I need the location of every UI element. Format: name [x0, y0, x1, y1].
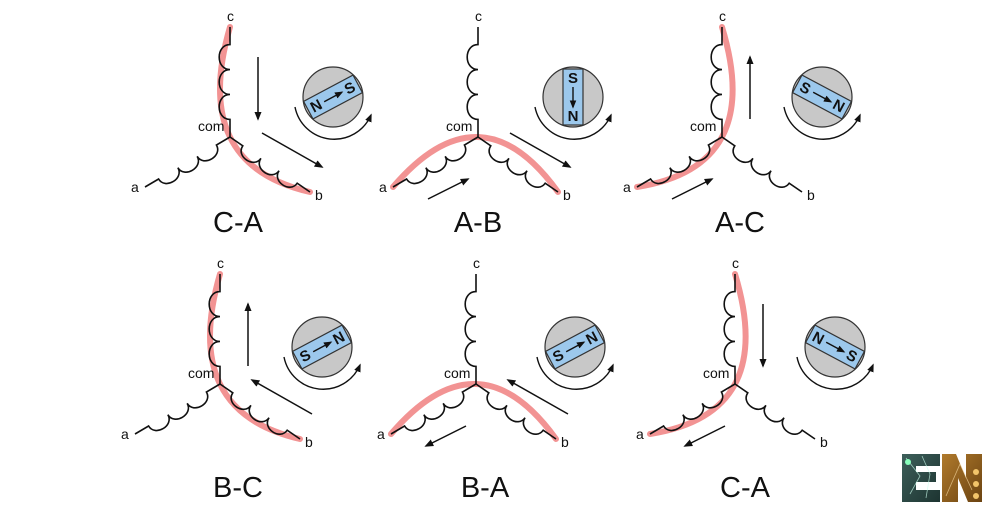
terminal-c-label: c — [227, 8, 234, 24]
magnet: SN — [291, 324, 353, 370]
common-label: com — [703, 365, 729, 381]
terminal-b-label: b — [305, 434, 313, 450]
terminal-c-label: c — [719, 8, 726, 24]
terminal-a-label: a — [623, 179, 631, 195]
magnet: SN — [562, 68, 584, 126]
panel-6: c a b com NS C-A — [636, 255, 874, 504]
coil-b — [229, 136, 311, 193]
coil-b — [734, 383, 816, 440]
step-label: A-C — [715, 207, 765, 239]
terminal-a-label: a — [377, 426, 385, 442]
coil-c — [218, 27, 231, 137]
current-arrow-a — [424, 425, 467, 447]
common-label: com — [198, 118, 224, 134]
magnet: SN — [544, 324, 606, 370]
coil-a — [636, 136, 723, 188]
coil-a — [649, 383, 736, 435]
coil-b — [477, 136, 559, 193]
magnet: SN — [791, 74, 853, 120]
step-label: B-C — [213, 472, 263, 504]
current-arrow-b — [250, 379, 313, 415]
magnet: NS — [804, 324, 866, 370]
terminal-b-label: b — [820, 434, 828, 450]
coil-b — [219, 383, 301, 440]
panel-1: c a b com NS C-A — [131, 8, 372, 239]
coil-c — [208, 274, 221, 384]
current-path-highlight — [647, 271, 749, 437]
rotation-arrow-icon — [534, 106, 612, 140]
current-path-highlight — [634, 24, 736, 190]
terminal-a-label: a — [379, 179, 387, 195]
rotor: SN — [291, 316, 353, 378]
terminal-b-label: b — [561, 434, 569, 450]
rotation-arrow-icon — [536, 356, 614, 390]
site-logo — [900, 450, 984, 506]
coil-a — [392, 136, 479, 188]
terminal-b-label: b — [807, 187, 815, 203]
rotation-arrow-icon — [796, 356, 874, 390]
panel-3: c a b com SN A-C — [623, 8, 861, 239]
magnet-direction-arrow — [312, 341, 333, 353]
rotor: NS — [302, 66, 364, 128]
coil-a — [144, 136, 231, 188]
magnet-pole-right: N — [568, 108, 579, 125]
coil-c — [464, 274, 477, 384]
common-label: com — [446, 118, 472, 134]
terminal-a-label: a — [636, 426, 644, 442]
terminal-a-label: a — [121, 426, 129, 442]
current-arrow-a — [427, 178, 470, 200]
magnet-direction-arrow — [812, 91, 833, 103]
terminal-b-label: b — [315, 187, 323, 203]
terminal-c-label: c — [475, 8, 482, 24]
magnet: NS — [302, 74, 364, 120]
logo-letter-n — [942, 454, 982, 502]
panel-4: c a b com SN B-C — [121, 255, 361, 504]
step-label: A-B — [454, 207, 502, 239]
rotor: NS — [804, 316, 866, 378]
magnet-direction-arrow — [565, 341, 586, 353]
coil-b — [475, 383, 557, 440]
common-label: com — [690, 118, 716, 134]
current-arrow-b — [261, 132, 324, 168]
current-arrow-b — [509, 132, 572, 168]
coil-c — [466, 27, 479, 137]
rotor: SN — [542, 66, 604, 128]
common-label: com — [444, 365, 470, 381]
coil-a — [390, 383, 477, 435]
step-label: C-A — [213, 207, 264, 239]
terminal-c-label: c — [732, 255, 739, 271]
current-path-highlight — [217, 24, 313, 195]
terminal-c-label: c — [473, 255, 480, 271]
current-arrow-a — [683, 425, 726, 447]
terminal-b-label: b — [563, 187, 571, 203]
current-arrow-a — [671, 178, 714, 200]
panel-5: c a b com SN B-A — [377, 255, 614, 504]
terminal-a-label: a — [131, 179, 139, 195]
step-label: C-A — [720, 472, 771, 504]
current-arrow-b — [506, 379, 569, 415]
coil-c — [723, 274, 736, 384]
terminal-c-label: c — [217, 255, 224, 271]
rotation-arrow-icon — [283, 356, 361, 390]
coil-a — [134, 383, 221, 435]
rotor: SN — [544, 316, 606, 378]
rotor: SN — [791, 66, 853, 128]
rotation-arrow-icon — [294, 106, 372, 140]
logo-letter-e — [902, 454, 940, 502]
magnet-pole-left: S — [568, 70, 578, 87]
magnet-direction-arrow — [323, 91, 344, 103]
magnet-direction-arrow — [825, 341, 846, 353]
coil-b — [721, 136, 803, 193]
current-path-highlight — [207, 271, 303, 442]
coil-c — [710, 27, 723, 137]
step-label: B-A — [461, 472, 510, 504]
rotation-arrow-icon — [783, 106, 861, 140]
common-label: com — [188, 365, 214, 381]
